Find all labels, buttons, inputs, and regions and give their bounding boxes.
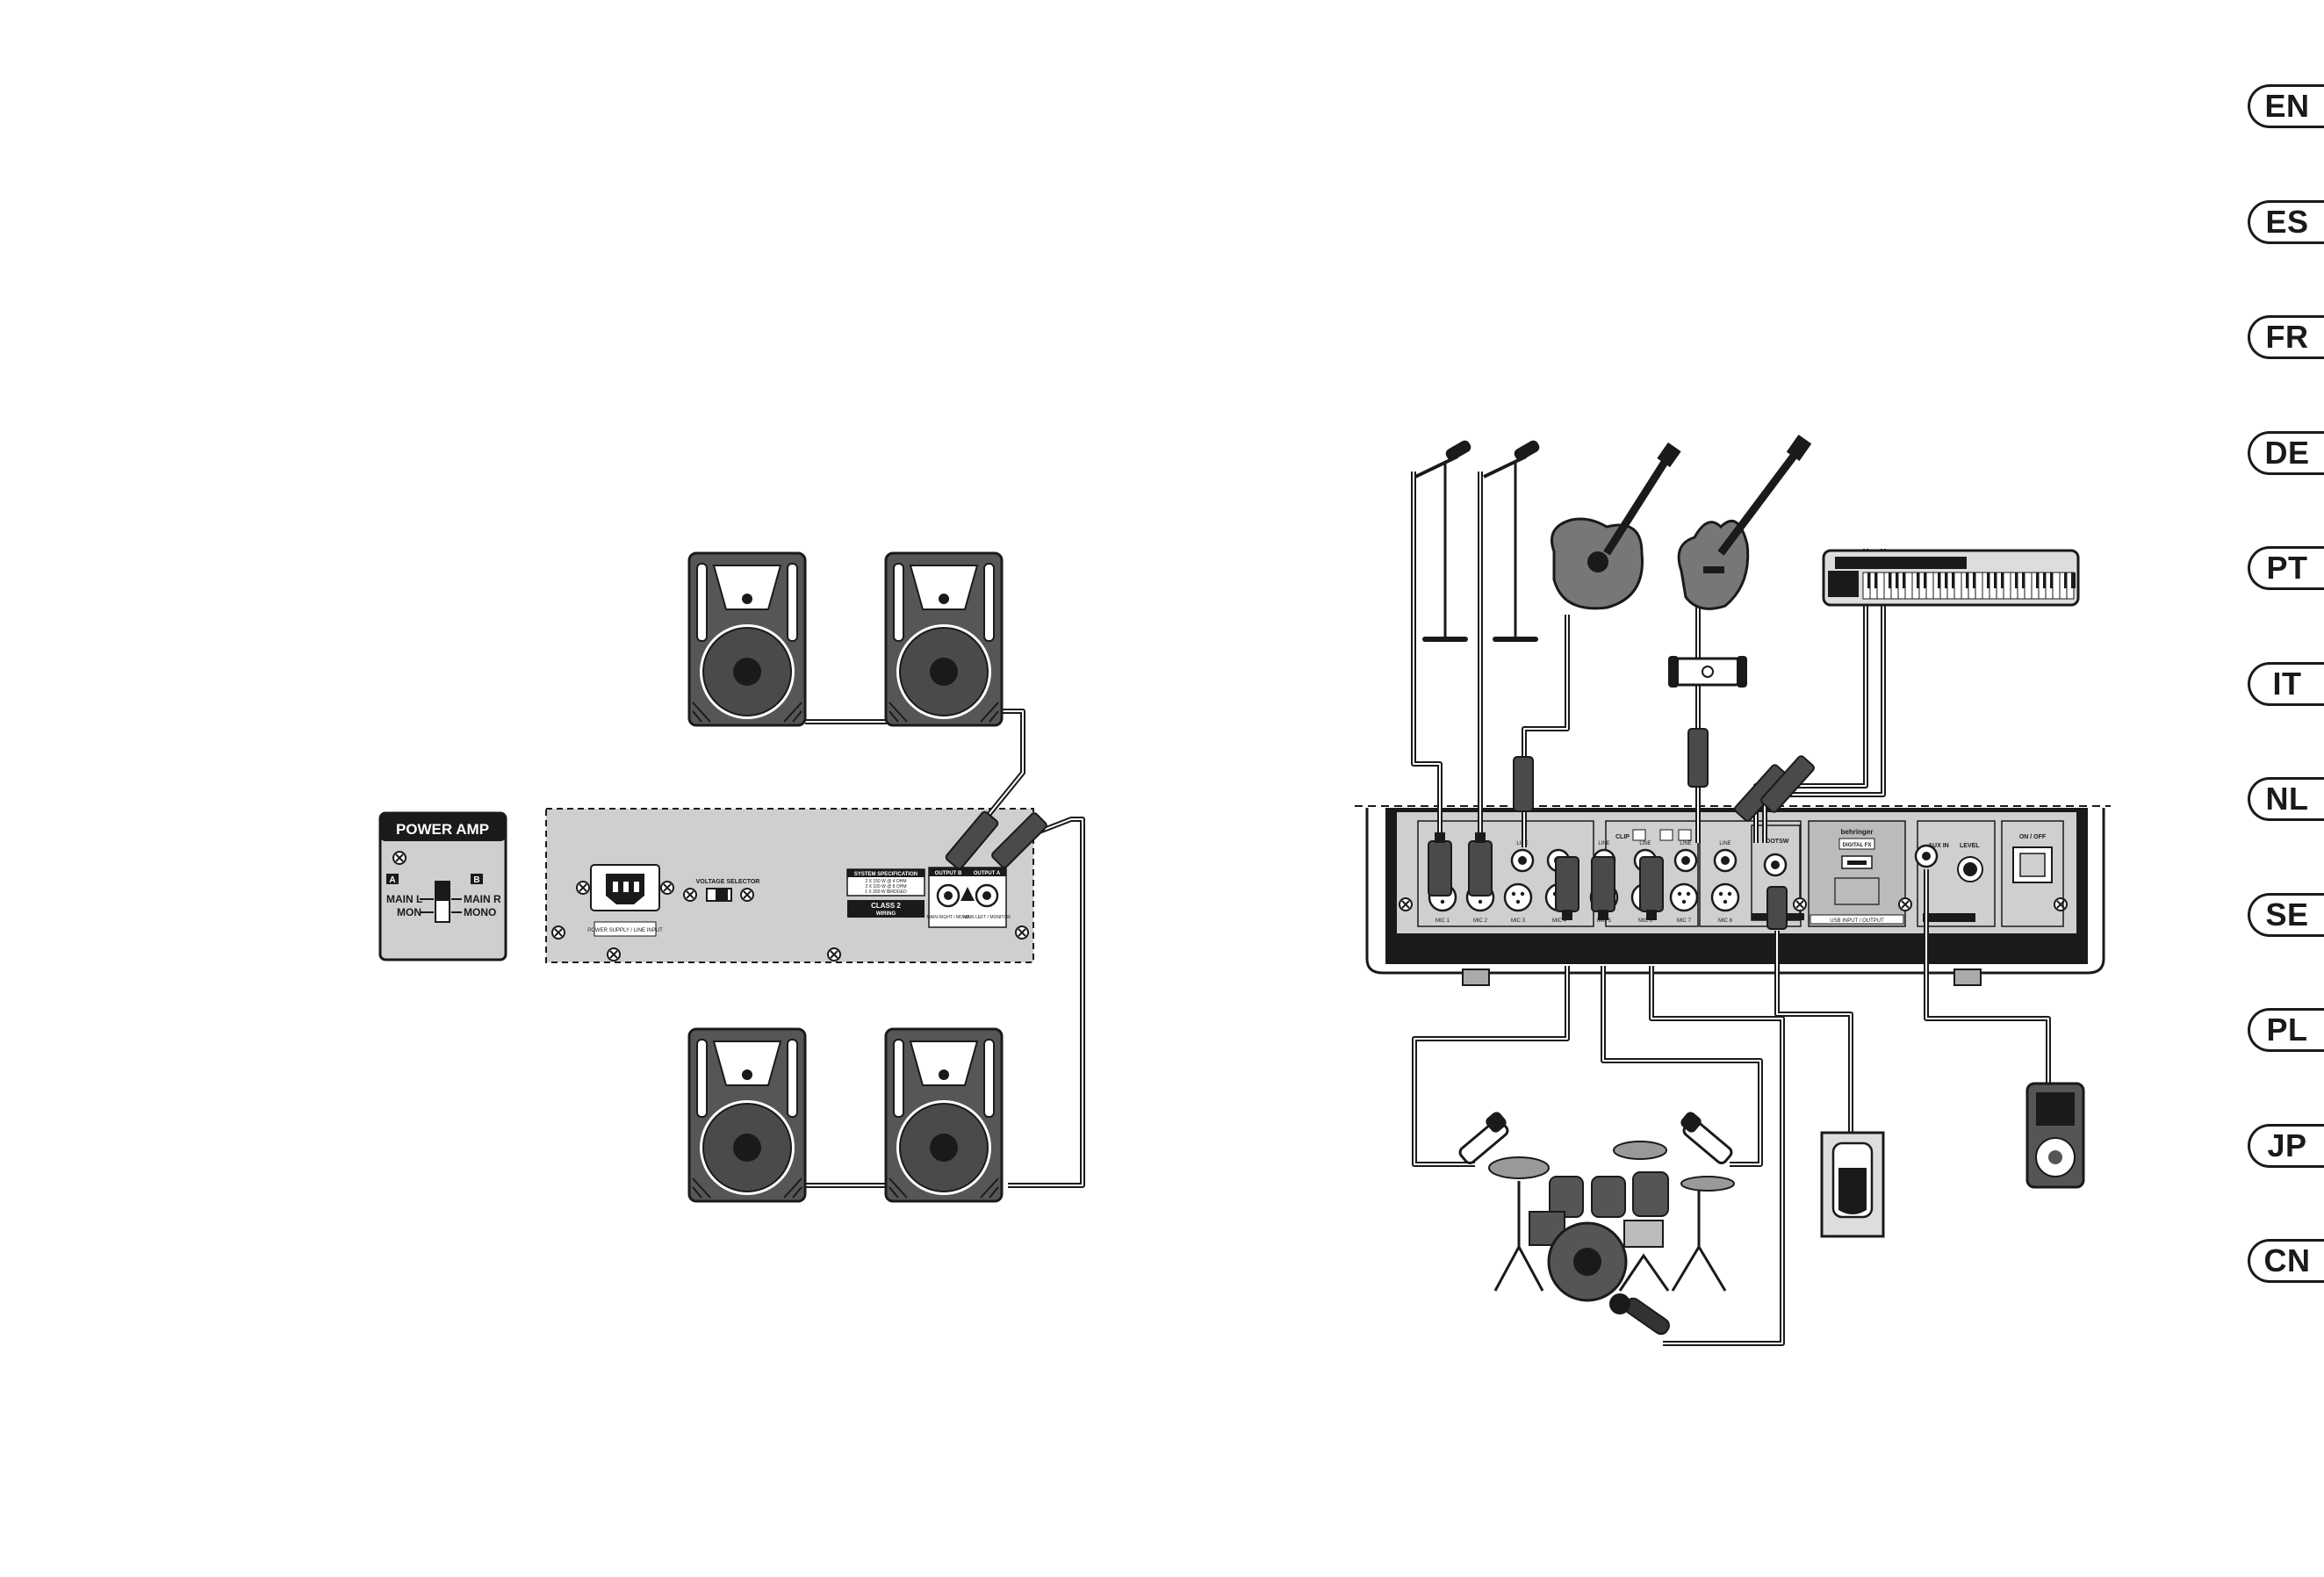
footswitch-pedal-icon [1820,1131,1885,1238]
speaker-bottom-right [884,1027,1004,1203]
class2-title: CLASS 2 [871,902,901,910]
electric-bass-icon [1677,435,1812,610]
kick-mic [1609,1293,1670,1336]
power-amp-title: POWER AMP [396,821,489,838]
footswitch-jack[interactable] [1763,853,1788,877]
system-spec-line-3: 1 X 300 W BRIDGED [865,889,907,895]
ch-label-4: MIC 4 [1552,918,1567,924]
mic-input-7[interactable] [1669,882,1699,912]
switch-b-label: B [473,875,479,885]
ch-label-5: MIC 5 [1597,918,1612,924]
lang-label: NL [2265,781,2309,817]
ch-label-2: MIC 2 [1473,918,1488,924]
system-spec-line-2: 2 X 100 W @ 8 OHM [865,884,906,889]
ch-label-3: MIC 3 [1511,918,1526,924]
lang-tab-it[interactable]: IT [2248,662,2324,706]
speaker-jack-plugs [945,810,1047,870]
line-input-7[interactable] [1673,848,1698,873]
lang-tab-pt[interactable]: PT [2248,546,2324,590]
system-spec-title: SYSTEM SPECIFICATION [854,872,917,877]
line-input-3[interactable] [1510,848,1535,873]
ch-label-8: MIC 8 [1718,918,1733,924]
mixer-rear-panel: CLIP MIC 1 MIC 2 MIC 3 MIC 4 MIC 5 MIC 6… [1355,805,2111,986]
lang-label: FR [2265,319,2309,355]
line-label-2: LINE [1598,841,1609,846]
aux-in-label: AUX IN [1928,843,1949,849]
mic-on-stand-2 [1483,440,1540,644]
speaker-cables [805,709,1085,1188]
lang-label: DE [2264,435,2310,471]
line-label-5: LINE [1719,841,1730,846]
di-box-icon [1668,656,1747,688]
voltage-selector-label: VOLTAGE SELECTOR [696,879,760,885]
lang-tab-pl[interactable]: PL [2248,1008,2324,1052]
lang-label: IT [2272,666,2302,702]
line-label-3: LINE [1639,841,1651,846]
speaker-top-left [687,551,807,727]
ch-label-6: MIC 6 [1638,918,1653,924]
mic-on-stand-1 [1414,440,1471,644]
output-b-label: OUTPUT B [935,871,962,876]
brand-label: behringer [1841,828,1874,836]
switch-a-label: A [389,875,395,885]
lang-tab-fr[interactable]: FR [2248,315,2324,359]
line-label-4: LINE [1680,841,1691,846]
mixer-plugs [1428,728,1815,930]
lang-tab-en[interactable]: EN [2248,84,2324,128]
lang-tab-jp[interactable]: JP [2248,1124,2324,1168]
mp3-player-icon [2025,1082,2085,1189]
mon-label: MON [397,906,421,918]
lang-label: JP [2267,1127,2307,1163]
lang-label: EN [2264,88,2310,124]
overhead-mic-right [1680,1112,1733,1164]
speaker-bottom-left [687,1027,807,1203]
lang-label: PT [2266,550,2308,586]
usb-io-label: USB INPUT / OUTPUT [1830,918,1884,924]
power-switch-label: ON / OFF [2019,834,2047,840]
system-spec-line-1: 2 X 150 W @ 4 OHM [865,879,906,884]
main-r-label: MAIN R [464,893,501,905]
amp-rear-panel: POWER SUPPLY / LINE INPUT VOLTAGE SELECT… [545,808,1034,963]
overhead-mic-left [1458,1112,1509,1164]
keyboard-icon [1822,549,2080,607]
lang-label: CN [2263,1242,2311,1278]
acoustic-guitar-icon [1551,442,1681,610]
drum-kit-icon [1488,1141,1735,1302]
aux-in-jack[interactable] [1914,844,1939,868]
clip-label: CLIP [1615,834,1630,840]
lang-tab-cn[interactable]: CN [2248,1239,2324,1283]
class2-sub: WIRING [876,911,896,917]
footswitch-label: FOOTSW [1762,839,1789,845]
mic-input-3[interactable] [1503,882,1533,912]
power-amp-switch-box: POWER AMP A B MAIN L MAIN R MON MONO [378,811,507,961]
output-b-desc: MAIN RIGHT / MONO [926,915,969,920]
main-l-label: MAIN L [386,893,422,905]
mic-input-8[interactable] [1710,882,1740,912]
lang-label: PL [2266,1012,2308,1048]
output-a-label: OUTPUT A [974,871,1001,876]
digital-fx-label: DIGITAL FX [1843,843,1872,848]
output-b-jack[interactable] [936,883,961,908]
lang-tab-se[interactable]: SE [2248,893,2324,937]
speaker-top-right [884,551,1004,727]
lang-tab-nl[interactable]: NL [2248,777,2324,821]
line-input-8[interactable] [1713,848,1738,873]
ch-label-1: MIC 1 [1435,918,1450,924]
lang-tab-de[interactable]: DE [2248,431,2324,475]
power-supply-label: POWER SUPPLY / LINE INPUT [587,928,663,933]
lang-label: SE [2265,897,2309,933]
lang-tab-es[interactable]: ES [2248,200,2324,244]
ch-label-7: MIC 7 [1677,918,1692,924]
output-a-jack[interactable] [975,883,999,908]
mono-label: MONO [464,906,496,918]
lang-label: ES [2265,204,2309,240]
level-label: LEVEL [1960,843,1980,849]
power-inlet[interactable] [576,864,674,911]
mixer-cables [1411,472,2051,1346]
output-a-desc: MAIN LEFT / MONITOR [963,915,1011,920]
